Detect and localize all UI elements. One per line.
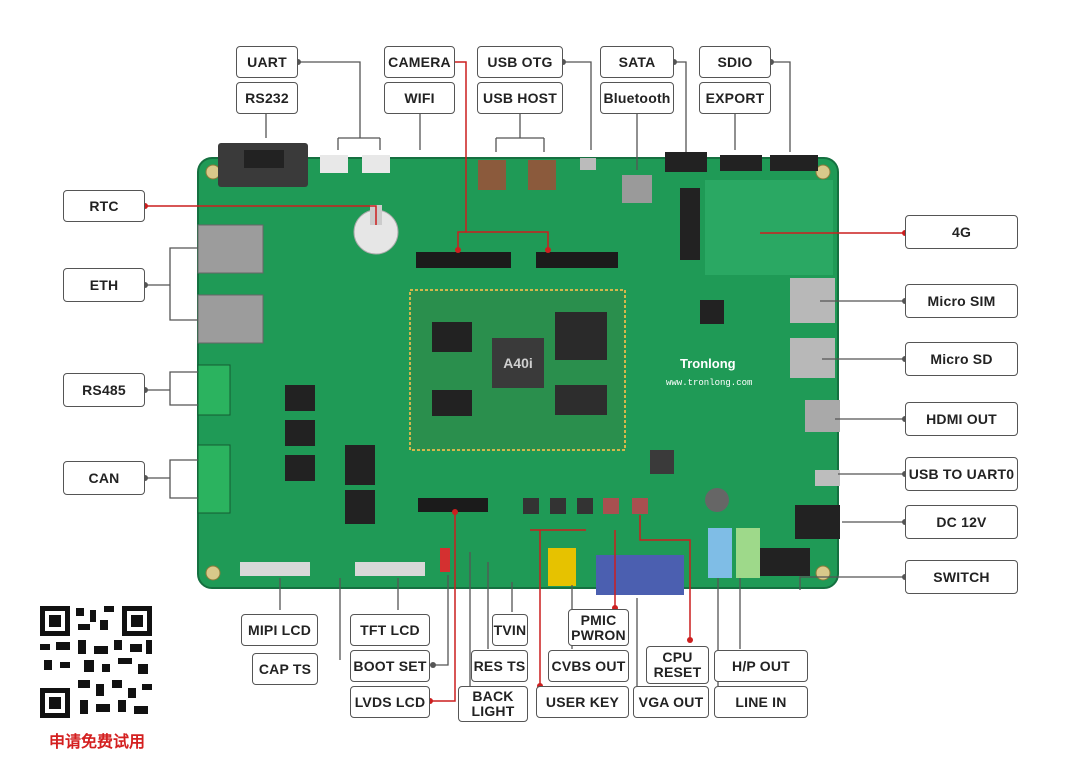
label-can: CAN: [63, 461, 145, 495]
label-hdmi-out: HDMI OUT: [905, 402, 1018, 436]
label-4g: 4G: [905, 215, 1018, 249]
label-boot-set: BOOT SET: [350, 650, 430, 682]
label-export: EXPORT: [699, 82, 771, 114]
label-lvds-lcd: LVDS LCD: [350, 686, 430, 718]
label-usb-host: USB HOST: [477, 82, 563, 114]
label-bluetooth: Bluetooth: [600, 82, 674, 114]
chip-brand: A40i: [503, 355, 533, 371]
label-cvbs-out: CVBS OUT: [548, 650, 629, 682]
label-micro-sim: Micro SIM: [905, 284, 1018, 318]
label-sata: SATA: [600, 46, 674, 78]
label-pmic-pwron: PMIC PWRON: [568, 609, 629, 646]
label-rs485: RS485: [63, 373, 145, 407]
leader-lines-red: [145, 61, 905, 702]
label-dc-12v: DC 12V: [905, 505, 1018, 539]
qr-code: [40, 606, 152, 718]
label-sdio: SDIO: [699, 46, 771, 78]
label-cpu-reset: CPU RESET: [646, 646, 709, 684]
qr-caption[interactable]: 申请免费试用: [48, 732, 145, 751]
label-back-light: BACK LIGHT: [458, 686, 528, 722]
brand-logo-text: Tronlong: [680, 356, 736, 371]
label-res-ts: RES TS: [471, 650, 528, 682]
label-usb-otg: USB OTG: [477, 46, 563, 78]
label-eth: ETH: [63, 268, 145, 302]
label-switch: SWITCH: [905, 560, 1018, 594]
label-cap-ts: CAP TS: [252, 653, 318, 685]
label-uart: UART: [236, 46, 298, 78]
label-tft-lcd: TFT LCD: [350, 614, 430, 646]
label-wifi: WIFI: [384, 82, 455, 114]
label-tvin: TVIN: [492, 614, 528, 646]
label-user-key: USER KEY: [536, 686, 629, 718]
pcb-board: A40i Tronlong www.tronlong.com: [197, 143, 840, 595]
label-h-p-out: H/P OUT: [714, 650, 808, 682]
brand-website: www.tronlong.com: [666, 378, 752, 388]
label-micro-sd: Micro SD: [905, 342, 1018, 376]
label-camera: CAMERA: [384, 46, 455, 78]
label-rtc: RTC: [63, 190, 145, 222]
label-line-in: LINE IN: [714, 686, 808, 718]
label-mipi-lcd: MIPI LCD: [241, 614, 318, 646]
label-rs232: RS232: [236, 82, 298, 114]
label-vga-out: VGA OUT: [633, 686, 709, 718]
label-usb-to-uart0: USB TO UART0: [905, 457, 1018, 491]
